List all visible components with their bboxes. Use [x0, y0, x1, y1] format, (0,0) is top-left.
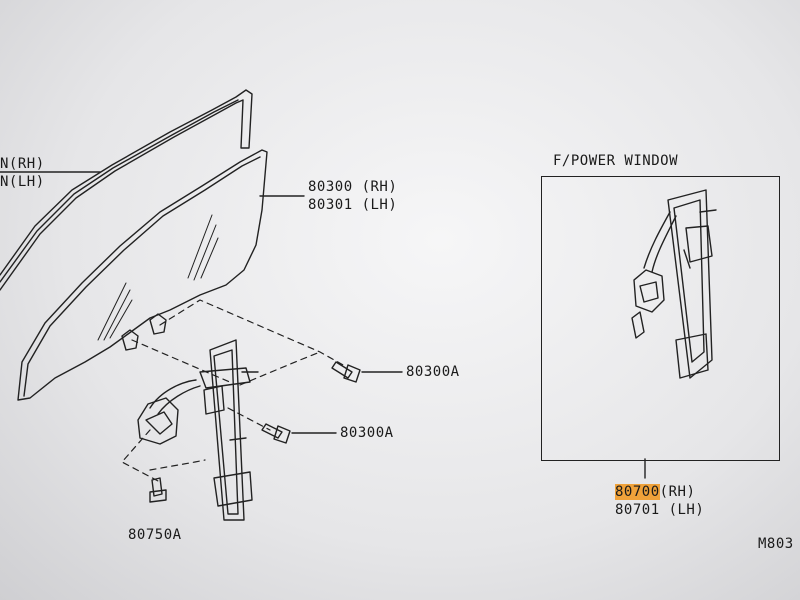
glass-lh-label: 80301 (LH): [308, 197, 398, 213]
bolt-lower-shape: [261, 423, 291, 444]
glass-reflection: [97, 214, 219, 341]
regulator-rh-label: 80700(RH): [615, 484, 695, 500]
regulator-power-window: [631, 189, 717, 379]
regulator-lh-label: 80701 (LH): [615, 502, 705, 518]
regulator-rh-side: (RH): [659, 484, 696, 500]
reference-code: M803: [758, 536, 794, 552]
regulator-rh-part-highlight: 80700: [615, 484, 660, 500]
door-glass-inner: [23, 156, 261, 397]
door-sash-inner: [0, 99, 239, 283]
glass-clip: [149, 313, 167, 335]
power-window-frame: [541, 176, 780, 461]
bolt-lower-label: 80300A: [340, 425, 394, 441]
bolt-regulator-label: 80750A: [128, 527, 182, 543]
frame-title: F/POWER WINDOW: [553, 153, 679, 169]
regulator-main: [137, 339, 259, 521]
bolt-upper-label: 80300A: [406, 364, 460, 380]
door-glass: [17, 149, 268, 401]
glass-rh-label: 80300 (RH): [308, 179, 398, 195]
sash-rh-label: N(RH): [0, 156, 45, 172]
bolt-upper-shape: [331, 361, 361, 383]
door-sash: [0, 89, 253, 291]
bolt-regulator-shape: [149, 477, 167, 503]
sash-lh-label: N(LH): [0, 174, 45, 190]
